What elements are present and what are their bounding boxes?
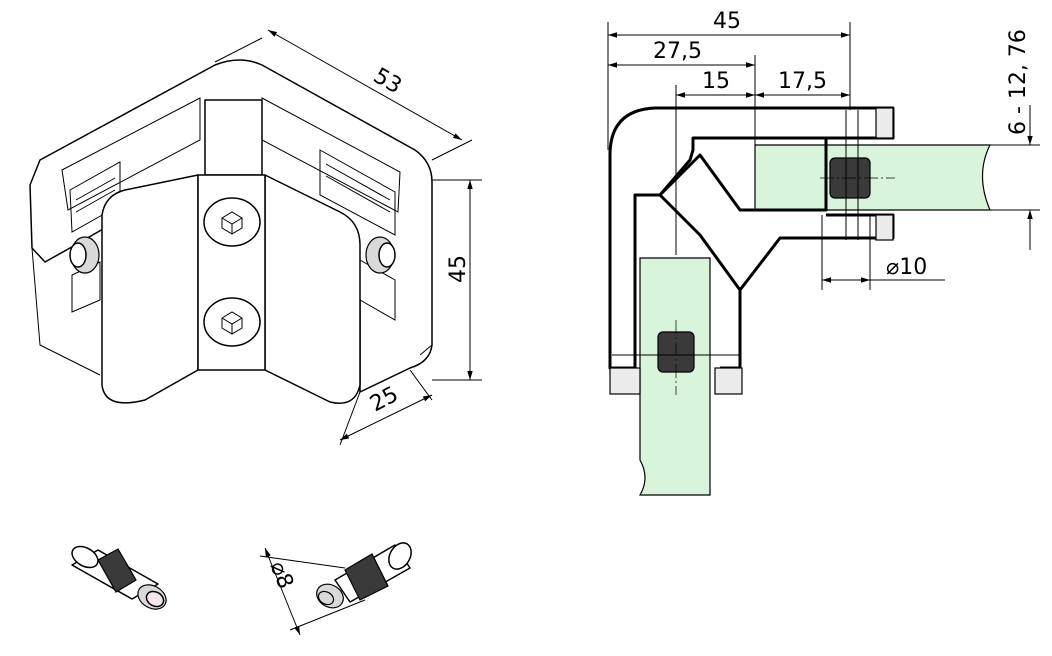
dim-clamp: 17,5 <box>755 69 850 98</box>
dim-overall-label: 45 <box>713 9 741 34</box>
dim-glass-thickness: 6 - 12, 76 <box>990 29 1040 250</box>
recess-left <box>61 97 201 211</box>
front-wing-right <box>264 174 361 404</box>
pin-view-left <box>71 545 167 610</box>
clamp-end-right <box>714 367 743 395</box>
center-ridge <box>204 99 263 176</box>
dim-inner-label: 15 <box>702 69 730 94</box>
glass-panel-right <box>754 144 991 211</box>
screw-bottom <box>203 297 261 347</box>
isometric-view: 53 45 25 <box>29 29 482 446</box>
dim-bushing-diameter-label: ⌀10 <box>886 255 927 280</box>
dim-overall: 45 <box>607 9 851 150</box>
dim-outer-to-glass: 27,5 <box>608 39 756 145</box>
dim-height: 45 <box>432 179 482 381</box>
screw-top <box>203 197 261 247</box>
side-pin-left <box>69 236 100 274</box>
front-wing-left <box>101 174 199 404</box>
glass-panel-left <box>638 257 711 496</box>
dim-pin-diameter-label: ⌀8 <box>264 558 297 593</box>
body-inner-edge <box>635 138 828 212</box>
clamp-end-left <box>609 367 641 395</box>
base-edge-right <box>419 344 433 356</box>
dim-height-label: 45 <box>446 255 471 283</box>
grill-right <box>319 149 396 321</box>
clamp-end-bottom <box>875 214 894 241</box>
dim-inner: 15 <box>675 69 755 255</box>
dim-outer-to-glass-label: 27,5 <box>653 39 702 64</box>
side-pin-right <box>365 236 396 274</box>
pin-view-right: ⌀8 <box>259 542 412 636</box>
dim-width-label: 53 <box>369 64 406 100</box>
section-view: 45 27,5 15 17,5 6 - 12, 76 <box>607 9 1040 496</box>
dim-glass-thickness-label: 6 - 12, 76 <box>1006 29 1031 135</box>
dim-bushing-diameter: ⌀10 <box>821 215 945 290</box>
dim-clamp-label: 17,5 <box>778 69 827 94</box>
body-outline <box>608 106 895 370</box>
clamp-end-top <box>875 107 894 139</box>
base-edge-left <box>31 247 101 376</box>
